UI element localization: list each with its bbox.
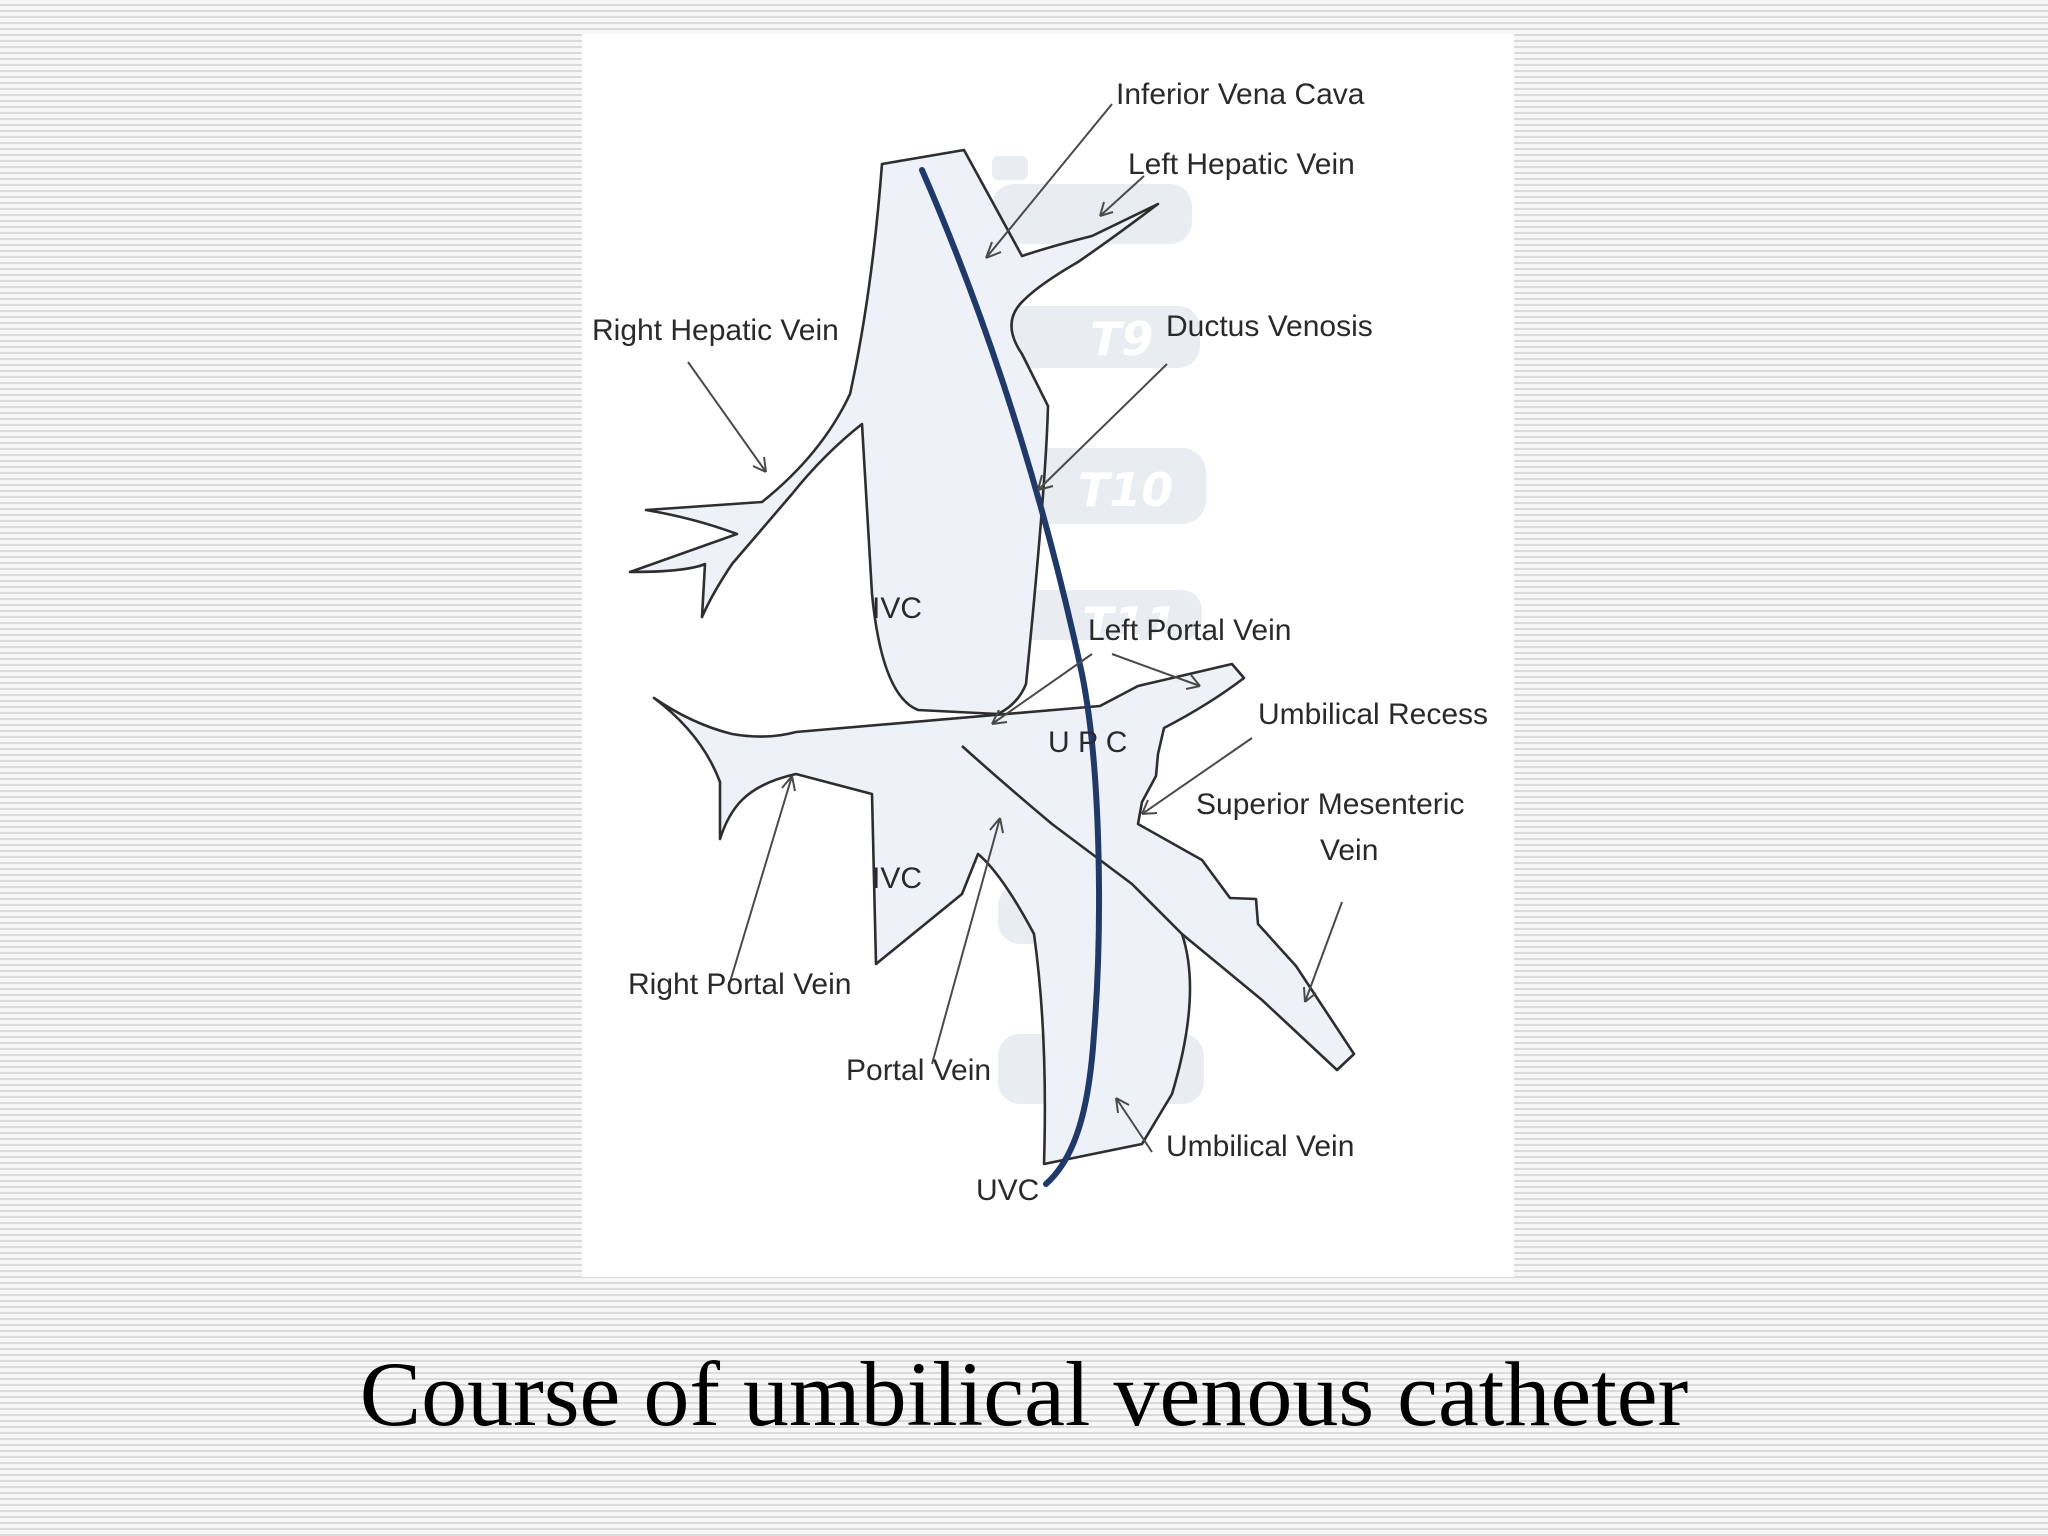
pointer-left-portal-vein-2 (1111, 653, 1201, 690)
portal-venous-system (652, 662, 1356, 1166)
pointer-right-hepatic-vein (687, 361, 767, 473)
pointer-umbilical-recess (1141, 737, 1253, 815)
vertebra-t8 (992, 156, 1192, 244)
label-inferior-vena-cava: Inferior Vena Cava (1116, 78, 1365, 111)
label-ductus-venosis: Ductus Venosis (1166, 310, 1373, 343)
vertebra-t9: T9 (1000, 306, 1200, 368)
label-superior-mesenteric: Superior Mesenteric (1196, 788, 1464, 821)
pointer-inferior-vena-cava (985, 103, 1113, 259)
label-upc: U P C (1048, 726, 1127, 759)
pointer-ductus-venosis (1037, 363, 1168, 491)
label-left-portal-vein: Left Portal Vein (1088, 614, 1291, 647)
label-ivc-lower: IVC (872, 862, 922, 895)
pointer-portal-vein (931, 817, 1004, 1065)
venous-system (628, 148, 1356, 1166)
vertebra-t11: T11 (996, 590, 1202, 651)
pointer-superior-mesenteric-vein (1303, 901, 1343, 1003)
pointer-umbilical-vein (1115, 1097, 1153, 1153)
label-left-hepatic-vein: Left Hepatic Vein (1128, 148, 1355, 181)
label-pointers (687, 103, 1343, 1153)
slide-caption: Course of umbilical venous catheter (359, 1343, 1689, 1445)
pointer-left-hepatic-vein (1099, 175, 1145, 217)
label-uvc: UVC (976, 1174, 1039, 1207)
uvc-course-diagram: T9 T10 T11 L2 (592, 78, 1488, 1207)
vertebra-label-t10: T10 (1078, 463, 1173, 517)
diagram-panel: T9 T10 T11 L2 (582, 34, 1514, 1277)
umbilical-venous-catheter (919, 167, 1102, 1187)
label-ivc-upper: IVC (872, 592, 922, 625)
pointer-right-portal-vein (729, 775, 796, 983)
label-superior-mesenteric-vein: Vein (1320, 834, 1378, 867)
label-right-portal-vein: Right Portal Vein (628, 968, 851, 1001)
label-portal-vein: Portal Vein (846, 1054, 991, 1087)
portal-vein-branch-outline (961, 745, 1183, 935)
anatomy-labels: Inferior Vena Cava Left Hepatic Vein Rig… (592, 78, 1488, 1207)
ivc-and-hepatic-veins (628, 148, 1160, 716)
vertebra-label-t9: T9 (1090, 312, 1153, 366)
pointer-left-portal-vein-1 (991, 653, 1093, 725)
vertebra-t10: T10 (1006, 448, 1206, 524)
label-umbilical-recess: Umbilical Recess (1258, 698, 1488, 731)
label-right-hepatic-vein: Right Hepatic Vein (592, 314, 839, 347)
vertebra-label-t11: T11 (1082, 597, 1177, 651)
label-umbilical-vein: Umbilical Vein (1166, 1130, 1354, 1163)
